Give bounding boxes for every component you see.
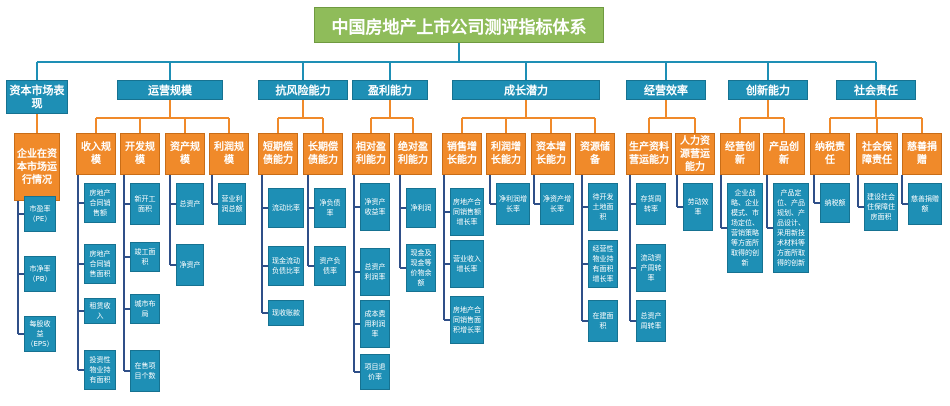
- indicator-26: 房地产合同销售额增长率: [450, 188, 484, 236]
- indicator-28: 房地产合同销售面积增长率: [450, 296, 484, 344]
- indicator-31: 待开发土地面积: [588, 183, 618, 231]
- category-5: 成长潜力: [452, 80, 600, 100]
- indicator-23: 项目退价率: [360, 354, 390, 390]
- subcategory-4: 资产规模: [165, 133, 205, 175]
- indicator-22: 成本费用利润率: [360, 300, 390, 348]
- subcategory-10: 销售增长能力: [442, 133, 482, 175]
- indicator-20: 净资产收益率: [360, 183, 390, 231]
- indicator-37: 劳动效率: [683, 183, 713, 231]
- indicator-1: 市盈率（PE）: [24, 196, 56, 232]
- subcategory-17: 产品创新: [763, 133, 805, 175]
- indicator-12: 总资产: [176, 183, 204, 225]
- indicator-27: 营业收入增长率: [450, 240, 484, 288]
- indicator-19: 资产负债率: [314, 246, 346, 286]
- indicator-18: 净负债率: [314, 188, 346, 228]
- subcategory-15: 人力资源营运能力: [675, 133, 715, 175]
- indicator-6: 租赁收入: [84, 298, 116, 324]
- category-4: 盈利能力: [352, 80, 428, 100]
- indicator-3: 每股收益（EPS）: [24, 316, 56, 352]
- indicator-2: 市净率（PB）: [24, 256, 56, 292]
- subcategory-14: 生产资料营运能力: [626, 133, 672, 175]
- indicator-35: 流动资产周转率: [636, 244, 666, 292]
- subcategory-8: 相对盈利能力: [352, 133, 390, 175]
- indicator-11: 在售项目个数: [130, 350, 160, 392]
- subcategory-9: 绝对盈利能力: [394, 133, 432, 175]
- indicator-9: 竣工面积: [130, 242, 160, 272]
- indicator-25: 现金及现金等价物余额: [406, 244, 436, 292]
- subcategory-1: 企业在资本市场运行情况: [14, 133, 60, 201]
- category-8: 社会责任: [836, 80, 916, 100]
- subcategory-18: 纳税责任: [810, 133, 850, 175]
- indicator-33: 在建面积: [588, 300, 618, 342]
- subcategory-5: 利润规模: [209, 133, 249, 175]
- indicator-39: 产品定位、产品规划、产品设计、采用新技术材料等方面所取得的创新: [773, 183, 809, 273]
- subcategory-7: 长期偿债能力: [303, 133, 343, 175]
- indicator-17: 现收账款: [268, 300, 304, 326]
- indicator-16: 现金流动负债比率: [268, 246, 304, 286]
- indicator-14: 营业利润总额: [218, 183, 246, 225]
- indicator-7: 投资性物业持有面积: [84, 350, 116, 390]
- category-2: 运营规模: [117, 80, 223, 100]
- indicator-36: 总资产周转率: [636, 300, 666, 342]
- category-3: 抗风险能力: [258, 80, 348, 100]
- indicator-29: 净利润增长率: [496, 183, 530, 225]
- indicator-34: 存货周转率: [636, 183, 666, 225]
- indicator-5: 房地产合同销售面积: [84, 244, 116, 284]
- indicator-21: 总资产利润率: [360, 248, 390, 296]
- subcategory-11: 利润增长能力: [486, 133, 526, 175]
- subcategory-13: 资源储备: [575, 133, 615, 175]
- subcategory-3: 开发规模: [120, 133, 160, 175]
- indicator-38: 企业战略、企业模式、市场定位、营销策略等方面所取得的创新: [727, 183, 763, 273]
- subcategory-20: 慈善捐赠: [902, 133, 942, 175]
- subcategory-6: 短期偿债能力: [258, 133, 298, 175]
- indicator-13: 净资产: [176, 244, 204, 286]
- root-title: 中国房地产上市公司测评指标体系: [314, 7, 604, 43]
- indicator-42: 慈善捐赠额: [908, 183, 942, 225]
- subcategory-12: 资本增长能力: [531, 133, 571, 175]
- indicator-30: 净资产增长率: [540, 183, 574, 225]
- subcategory-16: 经营创新: [720, 133, 760, 175]
- indicator-41: 建设社会住保障住房面积: [864, 183, 898, 231]
- category-6: 经营效率: [626, 80, 706, 100]
- indicator-15: 流动比率: [268, 188, 304, 228]
- subcategory-2: 收入规模: [76, 133, 116, 175]
- indicator-32: 经营性物业持有面积增长率: [588, 240, 618, 288]
- indicator-4: 房地产合同销售额: [84, 183, 116, 223]
- indicator-24: 净利润: [406, 188, 436, 228]
- indicator-10: 城市布局: [130, 294, 160, 324]
- category-7: 创新能力: [728, 80, 808, 100]
- indicator-8: 新开工面积: [130, 183, 160, 225]
- category-1: 资本市场表现: [6, 80, 68, 114]
- indicator-40: 纳税额: [820, 183, 850, 223]
- subcategory-19: 社会保障责任: [856, 133, 898, 175]
